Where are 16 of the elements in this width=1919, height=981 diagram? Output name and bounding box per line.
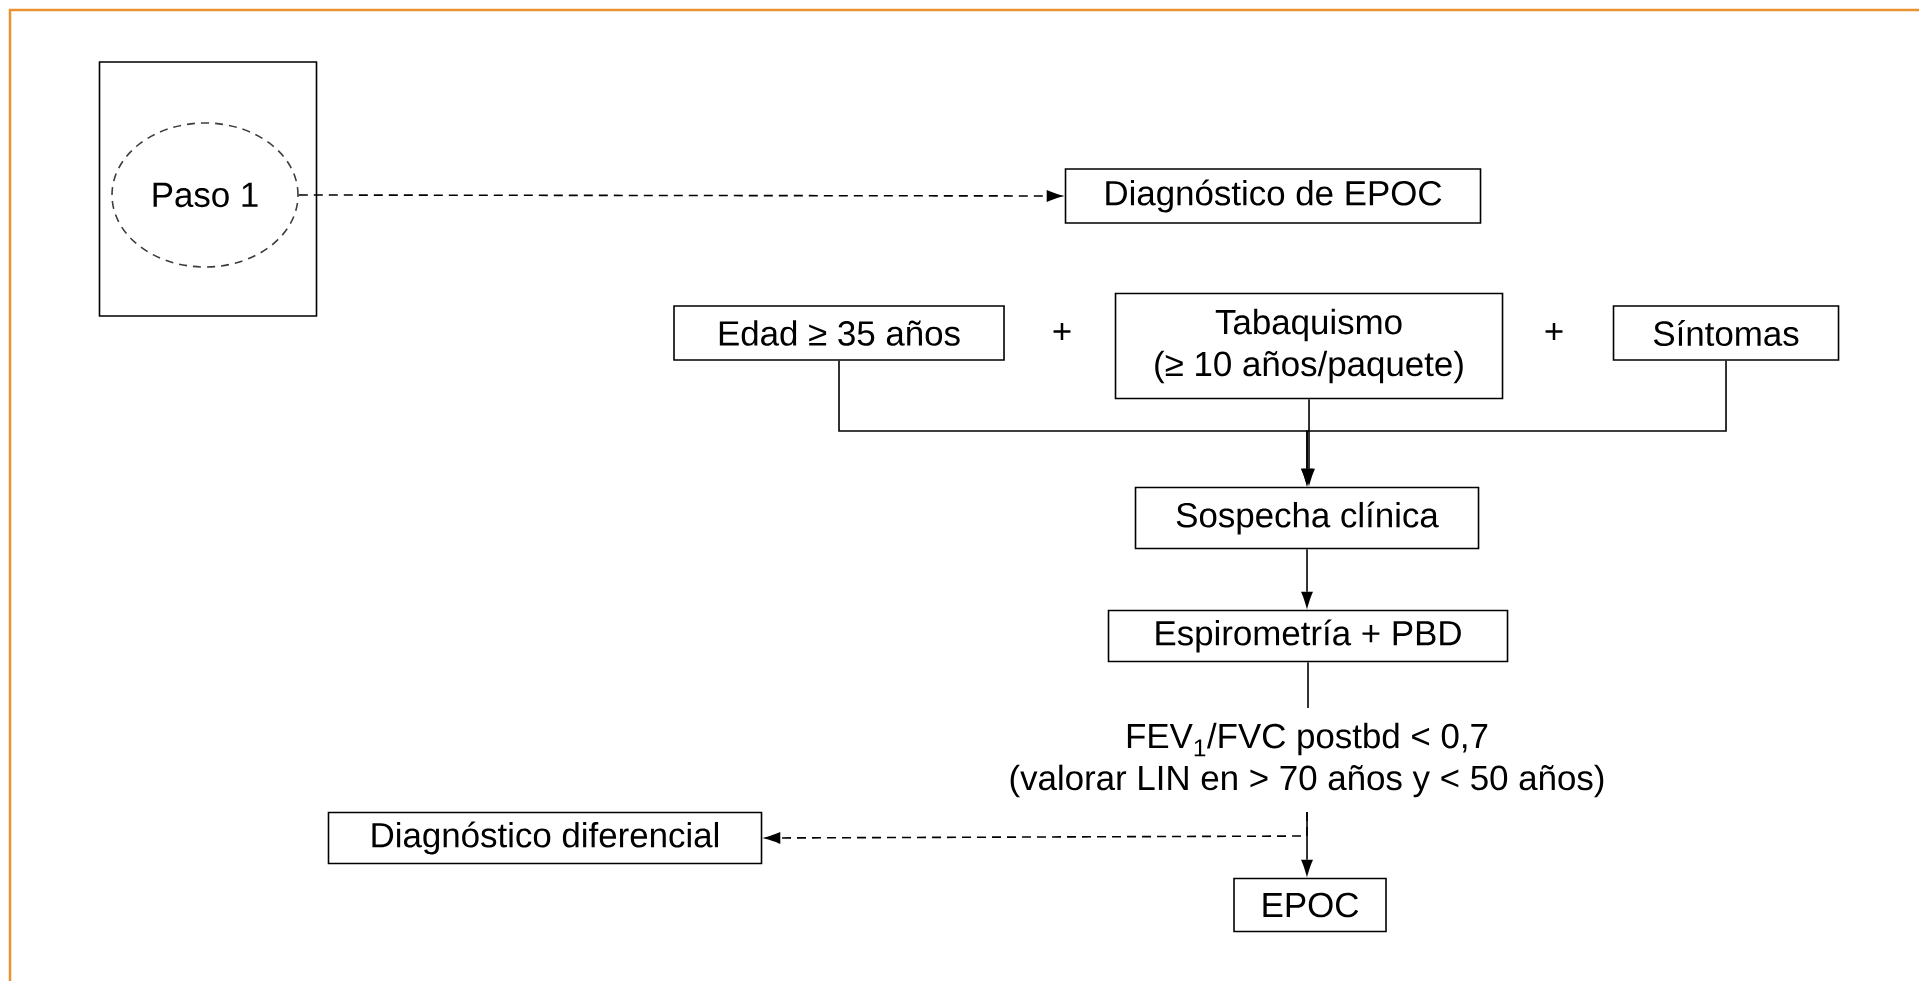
process-box: Diagnóstico diferencial: [327, 811, 763, 865]
process-box: Edad ≥ 35 años: [673, 305, 1005, 361]
process-box: Síntomas: [1612, 305, 1840, 361]
process-box: EPOC: [1233, 877, 1387, 933]
frame-box: [98, 61, 318, 317]
arrow: [1301, 360, 1727, 487]
arrow: [1301, 548, 1313, 610]
process-box: Diagnóstico de EPOC: [1064, 168, 1482, 224]
plus-sign: +: [1545, 322, 1563, 340]
plus-sign: +: [1053, 322, 1071, 340]
process-box: Espirometría + PBD: [1107, 609, 1509, 663]
arrow: [762, 811, 1308, 844]
condition-text: FEV$_{1}$/FVC postbd < 0,7 (valorar LIN en > 70 años y < 50 años): [1010, 722, 1604, 798]
process-box: Tabaquismo (≥ 10 años/paquete): [1114, 292, 1504, 400]
process-box: Sospecha clínica: [1134, 486, 1480, 550]
arrow: [298, 190, 1065, 202]
